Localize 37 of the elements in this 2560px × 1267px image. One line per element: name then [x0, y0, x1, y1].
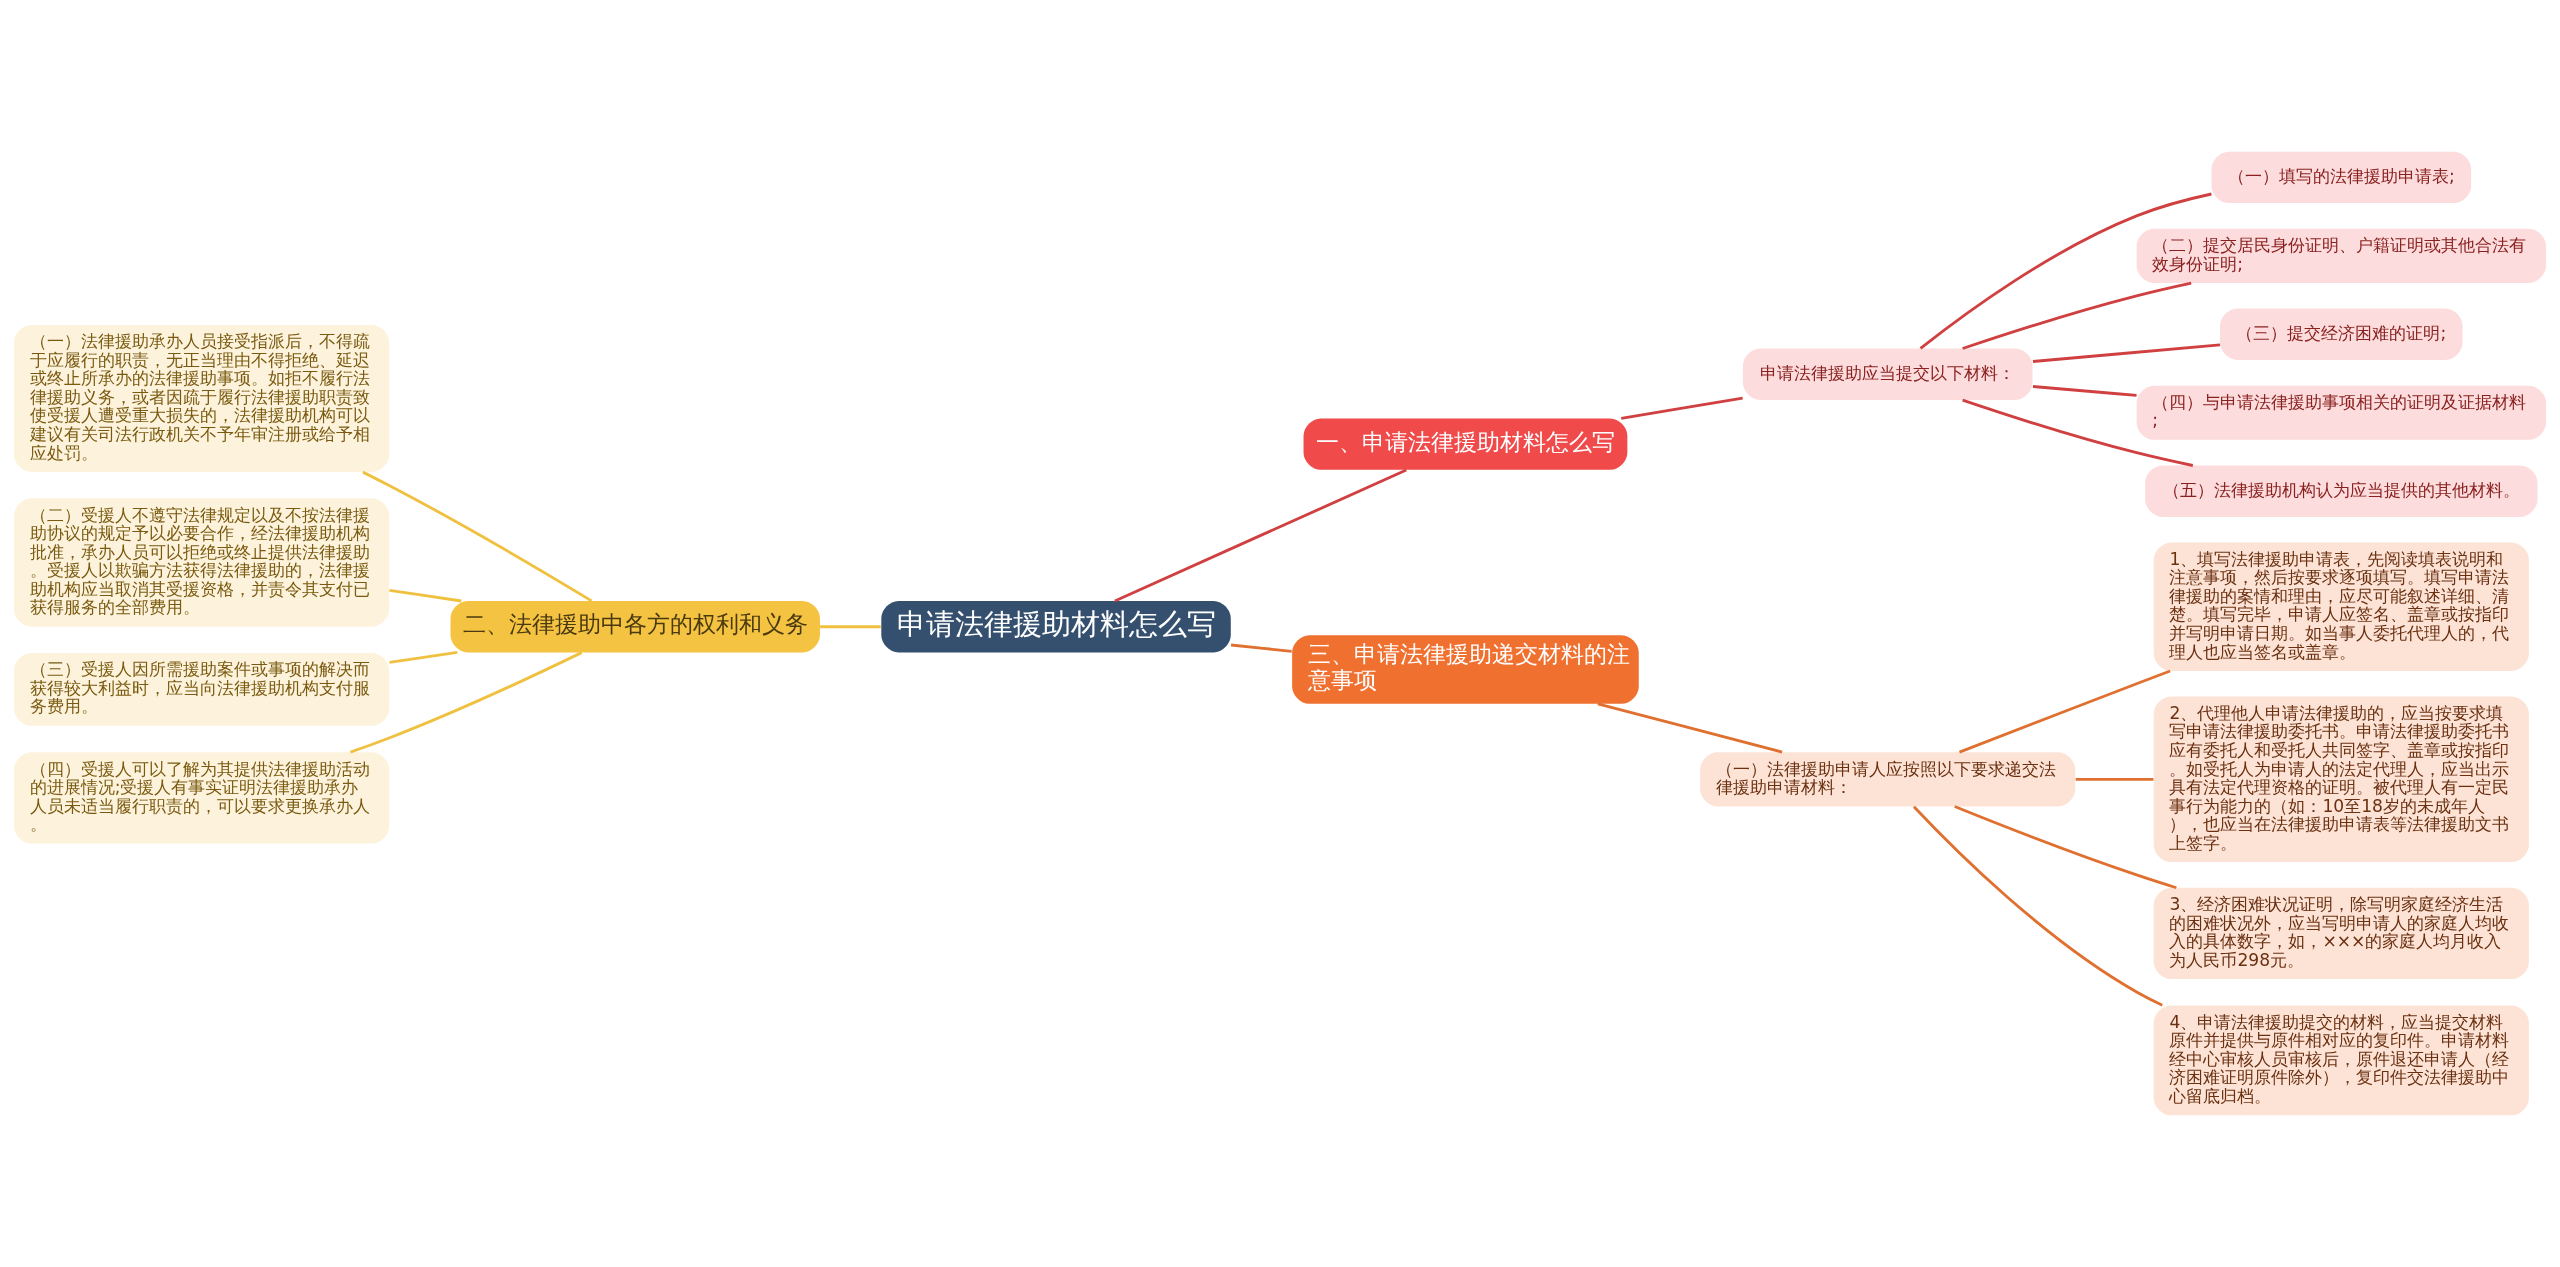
- connector: [1954, 805, 2177, 890]
- connector: [1912, 805, 2163, 1007]
- connector: [389, 651, 458, 664]
- connector: [389, 588, 462, 603]
- connector: [362, 470, 593, 603]
- connector: [2032, 385, 2137, 397]
- node-box: 二、法律援助中各方的权利和义务: [450, 601, 820, 653]
- node-box: （三）提交经济困难的证明;: [2220, 308, 2463, 360]
- node-box: （一）法律援助承办人员接受指派后，不得疏于应履行的职责，无正当理由不得拒绝、延迟或终止所承办的法律援助事项。如拒不履行法律援助义务，或者因疏于履行法律援助职责致使受援人遭受重大损失的，法律援助机构可以建议有关司法行政机关不予年审注册或给予相应处罚。: [14, 325, 390, 472]
- connector: [819, 625, 881, 629]
- connector: [1962, 281, 2192, 350]
- connector: [1958, 669, 2171, 754]
- connector: [1114, 468, 1407, 603]
- node-box: （五）法律援助机构认为应当提供的其他材料。: [2145, 465, 2538, 517]
- connector: [1621, 396, 1743, 420]
- node-box: 1、填写法律援助申请表，先阅读填表说明和注意事项，然后按要求逐项填写。填写申请法律援助的案情和理由，应尽可能叙述详细、清楚。填写完毕，申请人应签名、盖章或按指印并写明申请日期。如当事人委托代理人的，代理人也应当签名或盖章。: [2153, 542, 2529, 671]
- node-box: 三、申请法律援助递交材料的注意事项: [1292, 635, 1639, 704]
- connector: [1962, 398, 2194, 467]
- node-box: （二）受援人不遵守法律规定以及不按法律援助协议的规定予以必要合作，经法律援助机构批准，承办人员可以拒绝或终止提供法律援助。受援人以欺骗方法获得法律援助的，法律援助机构应当取消其受援资格，并责令其支付已获得服务的全部费用。: [14, 498, 390, 627]
- node-box: 3、经济困难状况证明，除写明家庭经济生活的困难状况外，应当写明申请人的家庭人均收入的具体数字，如，×××的家庭人均月收入为人民币298元。: [2153, 887, 2529, 980]
- node-box: 4、申请法律援助提交的材料，应当提交材料原件并提供与原件相对应的复印件。申请材料经中心审核人员审核后，原件退还申请人（经济困难证明原件除外），复印件交法律援助中心留底归档。: [2153, 1005, 2529, 1116]
- connector: [1919, 192, 2212, 350]
- node-box: 申请法律援助材料怎么写: [881, 601, 1231, 653]
- node-box: 申请法律援助应当提交以下材料：: [1742, 348, 2033, 400]
- connector: [1230, 643, 1292, 653]
- connector: [1597, 702, 1783, 754]
- node-box: 2、代理他人申请法律援助的，应当按要求填写申请法律援助委托书。申请法律援助委托书应有委托人和受托人共同签字、盖章或按指印。如受托人为申请人的法定代理人，应当出示具有法定代理资格的证明。被代理人有一定民事行为能力的（如：10至18岁的未成年人），也应当在法律援助申请表等法律援助文书上签字。: [2153, 696, 2529, 863]
- node-box: （一）法律援助申请人应按照以下要求递交法律援助申请材料：: [1700, 752, 2076, 807]
- node-box: （二）提交居民身份证明、户籍证明或其他合法有效身份证明;: [2136, 228, 2546, 283]
- node-box: （一）填写的法律援助申请表;: [2211, 151, 2472, 204]
- node-box: 一、申请法律援助材料怎么写: [1303, 418, 1628, 470]
- node-box: （四）受援人可以了解为其提供法律援助活动的进展情况;受援人有事实证明法律援助承办人员未适当履行职责的，可以要求更换承办人。: [14, 752, 390, 844]
- node-box: （四）与申请法律援助事项相关的证明及证据材料;: [2136, 385, 2546, 440]
- node-box: （三）受援人因所需援助案件或事项的解决而获得较大利益时，应当向法律援助机构支付服务费用。: [14, 653, 390, 726]
- connector: [349, 651, 583, 754]
- connector: [2032, 343, 2221, 363]
- connector: [2075, 777, 2154, 781]
